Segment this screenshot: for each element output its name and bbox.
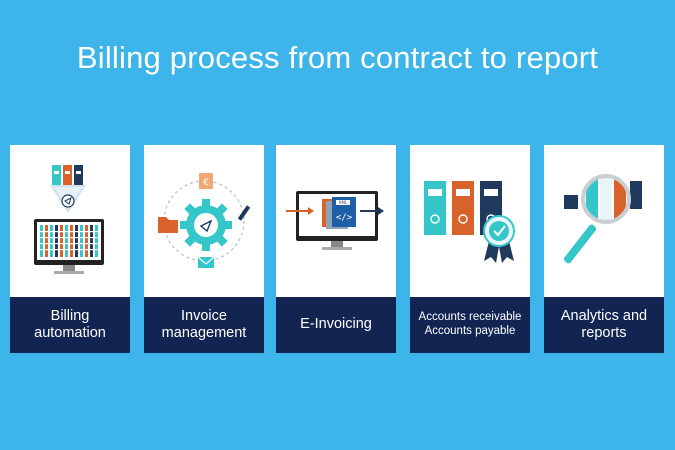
step-label-line: management	[161, 325, 247, 341]
step-card-invoice-management: € Invoice management	[144, 145, 264, 353]
step-label-line: Analytics and	[560, 307, 648, 324]
step-label-line: Accounts payable	[424, 325, 516, 337]
invoice-management-icon: €	[144, 145, 264, 297]
step-card-e-invoicing: XML </> E-Invoicing	[276, 145, 396, 353]
step-label: Accounts receivable Accounts payable	[410, 297, 530, 353]
step-label-line: Accounts receivable	[418, 311, 522, 324]
step-label-line: E-Invoicing	[300, 316, 372, 333]
step-card-accounts: Accounts receivable Accounts payable	[410, 145, 530, 353]
billing-automation-icon	[10, 145, 130, 297]
accounts-folders-icon	[410, 145, 530, 297]
page-title: Billing process from contract to report	[76, 40, 599, 75]
step-label-line: automation	[34, 325, 106, 341]
step-label: E-Invoicing	[276, 297, 396, 353]
e-invoicing-icon: XML </>	[276, 145, 396, 297]
step-label-line: Invoice	[181, 307, 227, 324]
svg-text:XML: XML	[339, 200, 348, 205]
step-card-billing-automation: Billing automation	[10, 145, 130, 353]
svg-text:</>: </>	[336, 213, 353, 223]
analytics-magnifier-icon	[544, 145, 664, 297]
step-label-line: Billing	[50, 307, 90, 324]
step-card-analytics: Analytics and reports	[544, 145, 664, 353]
step-label-line: reports	[581, 325, 627, 341]
step-label: Billing automation	[10, 297, 130, 353]
svg-text:€: €	[203, 178, 209, 188]
step-label: Invoice management	[144, 297, 264, 353]
step-label: Analytics and reports	[544, 297, 664, 353]
